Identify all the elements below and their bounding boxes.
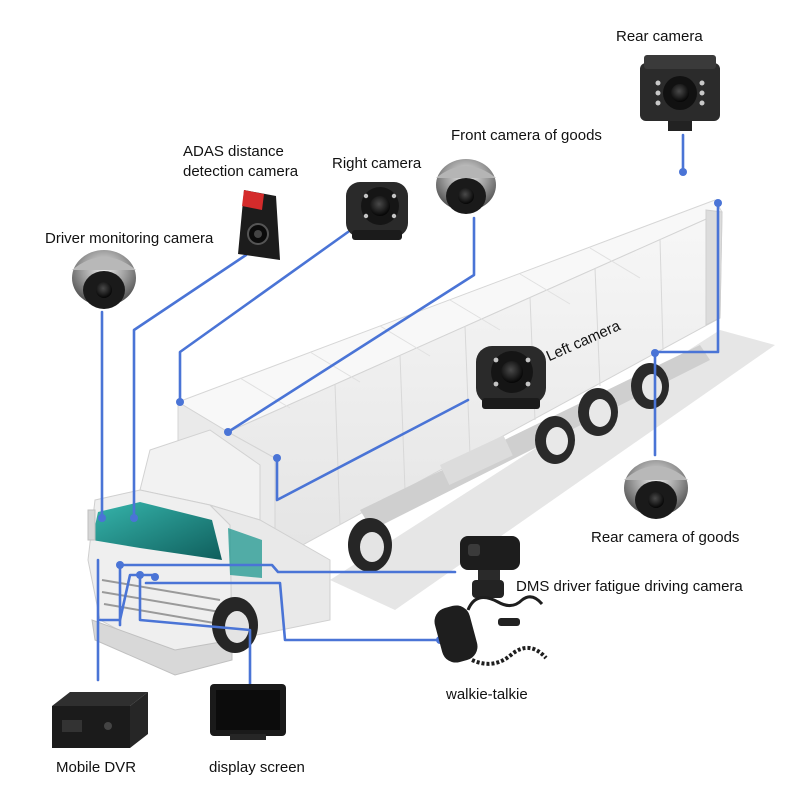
- rear-camera-goods-icon: [624, 460, 688, 519]
- adas-label-line2: detection camera: [183, 163, 299, 180]
- dms-camera-icon: [460, 536, 520, 598]
- driver-monitoring-label: Driver monitoring camera: [45, 230, 214, 247]
- truck-icon: [87, 199, 775, 676]
- front-camera-goods-icon: [436, 159, 496, 214]
- monitor-icon: [210, 684, 286, 740]
- mobile-dvr-label: Mobile DVR: [56, 759, 137, 776]
- microphone-icon: [434, 595, 548, 666]
- dms-camera-label: DMS driver fatigue driving camera: [516, 578, 743, 595]
- rear-camera-goods-label: Rear camera of goods: [591, 529, 740, 546]
- front-camera-goods-label: Front camera of goods: [451, 127, 602, 144]
- wiring: [96, 133, 722, 694]
- walkie-talkie-label: walkie-talkie: [446, 686, 528, 703]
- windshield: [92, 502, 222, 560]
- driver-monitoring-camera-icon: [72, 250, 136, 309]
- rear-camera-label: Rear camera: [616, 28, 703, 45]
- right-camera-icon: [346, 182, 408, 240]
- left-camera-icon: [476, 346, 546, 409]
- right-camera-label: Right camera: [332, 155, 422, 172]
- trailer-wheels: [535, 363, 669, 464]
- display-screen-label: display screen: [209, 759, 305, 776]
- adas-camera-icon: [238, 190, 280, 260]
- rear-camera-icon: [640, 55, 720, 131]
- dvr-icon: [52, 692, 148, 748]
- adas-label-line1: ADAS distance: [183, 143, 284, 160]
